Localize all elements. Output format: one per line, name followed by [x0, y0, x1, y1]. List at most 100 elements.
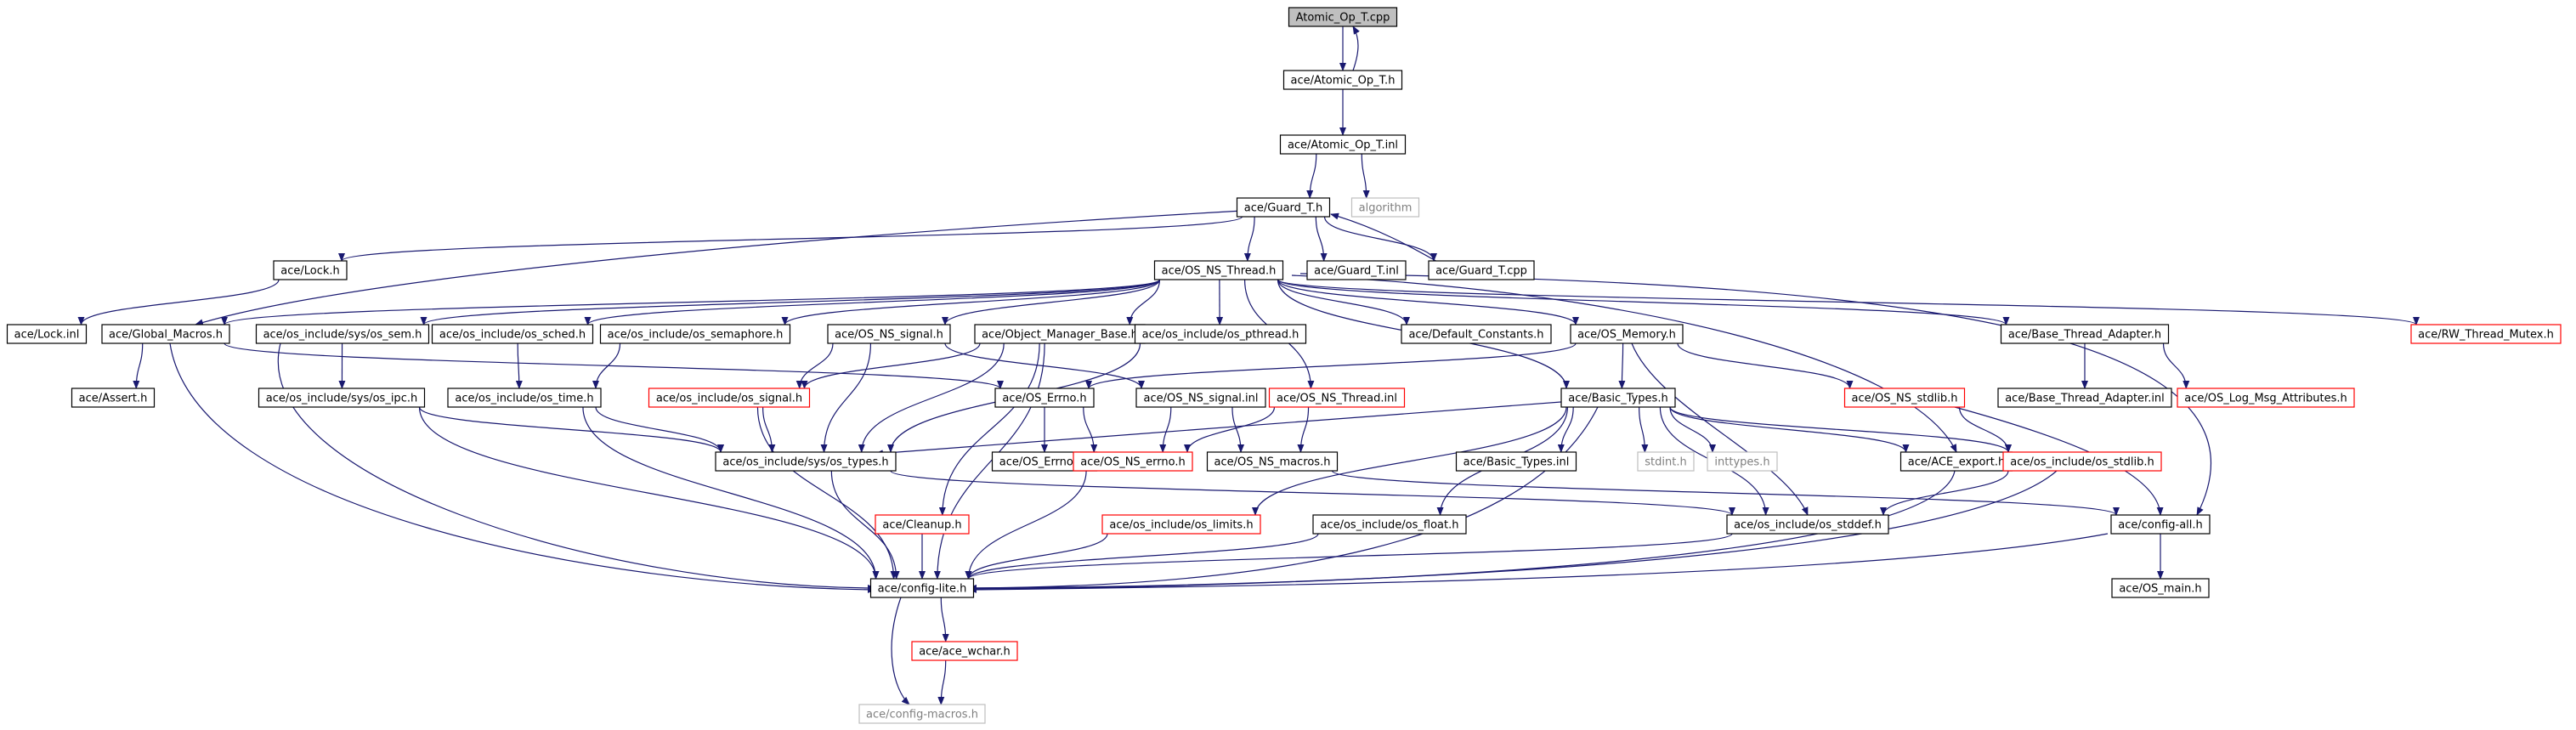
graph-node[interactable]: ace/ace_wchar.h — [911, 641, 1018, 661]
node-label: ace/OS_Log_Msg_Attributes.h — [2184, 393, 2347, 405]
node-label: ace/Basic_Types.inl — [1464, 456, 1570, 469]
graph-node[interactable]: ace/Lock.h — [273, 260, 348, 280]
node-label: ace/OS_Memory.h — [1577, 329, 1676, 342]
node-label: ace/Atomic_Op_T.h — [1291, 75, 1396, 88]
graph-node[interactable]: ace/OS_NS_Thread.inl — [1268, 388, 1406, 408]
graph-node[interactable]: ace/Global_Macros.h — [101, 324, 230, 344]
node-label: ace/os_include/os_sched.h — [439, 329, 586, 342]
dependency-edge — [965, 533, 1733, 580]
graph-node[interactable]: ace/ACE_export.h — [1899, 451, 2013, 472]
dependency-edge — [418, 406, 880, 580]
node-box — [1707, 451, 1778, 472]
node-label: ace/os_include/os_float.h — [1320, 519, 1458, 532]
node-box — [2410, 324, 2562, 344]
node-box — [869, 578, 975, 598]
graph-node[interactable]: ace/Guard_T.inl — [1306, 260, 1407, 280]
graph-node[interactable]: Atomic_Op_T.cpp — [1288, 7, 1398, 27]
dependency-edge — [1277, 279, 1579, 325]
graph-node[interactable]: ace/RW_Thread_Mutex.h — [2410, 324, 2562, 344]
dependency-edge — [942, 279, 1161, 325]
graph-node[interactable]: ace/Basic_Types.inl — [1455, 451, 1577, 472]
node-box — [2177, 388, 2355, 408]
graph-node[interactable]: ace/os_include/os_pthread.h — [1134, 324, 1307, 344]
graph-node[interactable]: ace/config-lite.h — [869, 578, 975, 598]
graph-node[interactable]: ace/Guard_T.cpp — [1428, 260, 1535, 280]
graph-node[interactable]: ace/os_include/os_stdlib.h — [2002, 451, 2162, 472]
graph-node[interactable]: ace/OS_main.h — [2111, 578, 2210, 598]
node-label: ace/Base_Thread_Adapter.inl — [2005, 393, 2165, 405]
node-box — [875, 514, 970, 535]
graph-node[interactable]: ace/OS_Memory.h — [1570, 324, 1684, 344]
graph-node[interactable]: ace/OS_NS_signal.h — [827, 324, 951, 344]
graph-node[interactable]: stdint.h — [1637, 451, 1695, 472]
dependency-edge — [1306, 153, 1317, 199]
node-label: ace/RW_Thread_Mutex.h — [2418, 329, 2554, 342]
graph-node[interactable]: ace/config-macros.h — [858, 704, 986, 724]
graph-node[interactable]: ace/os_include/sys/os_sem.h — [255, 324, 430, 344]
graph-node[interactable]: ace/Cleanup.h — [875, 514, 970, 535]
graph-node[interactable]: ace/Base_Thread_Adapter.h — [2000, 324, 2170, 344]
dependency-edge — [221, 279, 1161, 325]
node-label: ace/Object_Manager_Base.h — [982, 329, 1138, 342]
graph-node[interactable]: ace/Guard_T.h — [1236, 197, 1331, 218]
dependency-edge — [965, 470, 1087, 580]
graph-node[interactable]: ace/Default_Constants.h — [1401, 324, 1552, 344]
dependency-edge — [968, 533, 2109, 593]
graph-node[interactable]: ace/os_include/sys/os_types.h — [715, 451, 897, 472]
graph-node[interactable]: ace/OS_NS_signal.inl — [1135, 388, 1266, 408]
node-box — [2000, 324, 2170, 344]
node-box — [101, 324, 230, 344]
node-label: ace/os_include/sys/os_sem.h — [263, 329, 422, 342]
graph-node[interactable]: ace/Basic_Types.h — [1560, 388, 1676, 408]
graph-node[interactable]: ace/os_include/os_float.h — [1312, 514, 1467, 535]
graph-node[interactable]: ace/Base_Thread_Adapter.inl — [1997, 388, 2172, 408]
graph-node[interactable]: ace/OS_NS_Thread.h — [1153, 260, 1284, 280]
dependency-edge — [1631, 342, 1809, 516]
graph-node[interactable]: ace/OS_NS_macros.h — [1206, 451, 1339, 472]
node-box — [1236, 197, 1331, 218]
graph-node[interactable]: ace/OS_Errno.h — [994, 388, 1095, 408]
node-box — [1843, 388, 1966, 408]
node-label: ace/Assert.h — [79, 393, 148, 405]
graph-node[interactable]: ace/config-all.h — [2110, 514, 2211, 535]
dependency-edge — [875, 400, 1573, 457]
graph-node[interactable]: inttypes.h — [1707, 451, 1778, 472]
graph-node[interactable]: ace/os_include/sys/os_ipc.h — [258, 388, 426, 408]
graph-node[interactable]: ace/OS_NS_stdlib.h — [1843, 388, 1966, 408]
node-box — [1288, 7, 1398, 27]
graph-node[interactable]: ace/os_include/os_semaphore.h — [599, 324, 791, 344]
dependency-edge — [1361, 153, 1370, 199]
dependency-edge — [224, 342, 1004, 389]
graph-node[interactable]: ace/os_include/os_sched.h — [431, 324, 594, 344]
graph-node[interactable]: ace/Atomic_Op_T.h — [1282, 70, 1403, 90]
node-box — [431, 324, 594, 344]
node-box — [1455, 451, 1577, 472]
dependency-edge — [1315, 216, 1328, 262]
graph-node[interactable]: ace/Atomic_Op_T.inl — [1279, 134, 1407, 155]
graph-node[interactable]: ace/os_include/os_time.h — [447, 388, 602, 408]
graph-node[interactable]: ace/os_include/os_limits.h — [1101, 514, 1261, 535]
node-label: ace/Global_Macros.h — [109, 329, 223, 342]
graph-node[interactable]: ace/Object_Manager_Base.h — [974, 324, 1146, 344]
dependency-edge — [891, 597, 910, 705]
graph-node[interactable]: ace/os_include/os_signal.h — [648, 388, 811, 408]
node-box — [258, 388, 426, 408]
graph-node[interactable]: ace/Lock.inl — [6, 324, 88, 344]
dependency-edge — [1231, 406, 1245, 453]
dependency-edge — [940, 597, 949, 642]
dependency-edge — [1299, 273, 2211, 516]
dependency-edge — [595, 406, 724, 453]
dependency-edge — [762, 406, 776, 453]
node-label: ace/Base_Thread_Adapter.h — [2008, 329, 2161, 342]
graph-node[interactable]: ace/OS_NS_errno.h — [1073, 451, 1193, 472]
graph-node[interactable]: ace/os_include/os_stddef.h — [1726, 514, 1889, 535]
graph-node[interactable]: ace/OS_Errno.inl — [991, 451, 1098, 472]
graph-node[interactable]: ace/Assert.h — [71, 388, 156, 408]
node-label: ace/Basic_Types.h — [1568, 393, 1667, 405]
node-label: ace/Lock.inl — [14, 329, 80, 342]
graph-node[interactable]: algorithm — [1350, 197, 1420, 218]
dependency-edge — [1669, 406, 2012, 453]
graph-node[interactable]: ace/OS_Log_Msg_Attributes.h — [2177, 388, 2355, 408]
node-label: ace/ACE_export.h — [1908, 456, 2005, 469]
node-box — [1637, 451, 1695, 472]
